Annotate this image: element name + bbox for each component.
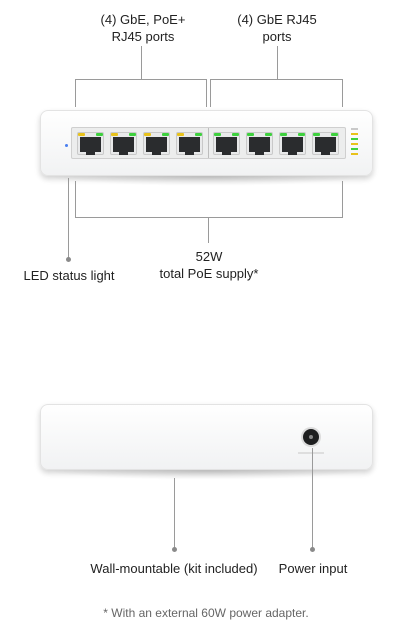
power-input-callout-dot (310, 547, 315, 552)
switch-front-view (40, 110, 373, 176)
power-input-jack (303, 429, 319, 445)
wall-mount-callout-line (174, 478, 175, 550)
poe-supply-label: 52W total PoE supply* (140, 248, 278, 282)
poe-bracket-stem (141, 46, 142, 80)
supply-bracket-left (75, 181, 76, 218)
led-status-label: LED status light (23, 268, 115, 283)
rj45-ports-label-line1: (4) GbE RJ45 (237, 12, 317, 27)
poe-port-2 (110, 132, 137, 155)
poe-ports-label-line1: (4) GbE, PoE+ (100, 12, 186, 27)
wall-mount-label: Wall-mountable (kit included) (90, 561, 258, 576)
supply-bracket-stem (208, 217, 209, 243)
footnote: * With an external 60W power adapter. (103, 606, 309, 620)
poe-port-4 (176, 132, 203, 155)
rj45-ports-label-line2: ports (262, 29, 292, 44)
power-input-label: Power input (278, 561, 348, 576)
side-indicator-leds (349, 128, 361, 160)
rj45-bracket-stem (277, 46, 278, 80)
supply-bracket-right (342, 181, 343, 218)
power-jack-marking (298, 452, 324, 454)
wall-mount-callout-dot (172, 547, 177, 552)
poe-supply-text: total PoE supply* (159, 266, 259, 281)
supply-bracket-bottom (75, 217, 343, 218)
rj45-bracket-left (210, 79, 211, 107)
rj45-bracket-right (342, 79, 343, 107)
poe-supply-watts: 52W (195, 249, 223, 264)
status-led (65, 144, 68, 147)
rj45-bracket-top (210, 79, 343, 80)
poe-bracket-right (206, 79, 207, 107)
rj45-ports-label: (4) GbE RJ45 ports (222, 11, 332, 45)
poe-bracket-left (75, 79, 76, 107)
led-callout-line (68, 178, 69, 260)
poe-ports-label-line2: RJ45 ports (111, 29, 175, 44)
rj45-port-8 (312, 132, 339, 155)
poe-port-3 (143, 132, 170, 155)
rj45-port-6 (246, 132, 273, 155)
poe-bracket-top (75, 79, 207, 80)
rj45-port-5 (213, 132, 240, 155)
port-group-divider (208, 128, 209, 158)
rj45-port-7 (279, 132, 306, 155)
poe-port-1 (77, 132, 104, 155)
poe-ports-label: (4) GbE, PoE+ RJ45 ports (88, 11, 198, 45)
led-callout-dot (66, 257, 71, 262)
switch-rear-view (40, 404, 373, 470)
power-input-callout-line (312, 448, 313, 550)
